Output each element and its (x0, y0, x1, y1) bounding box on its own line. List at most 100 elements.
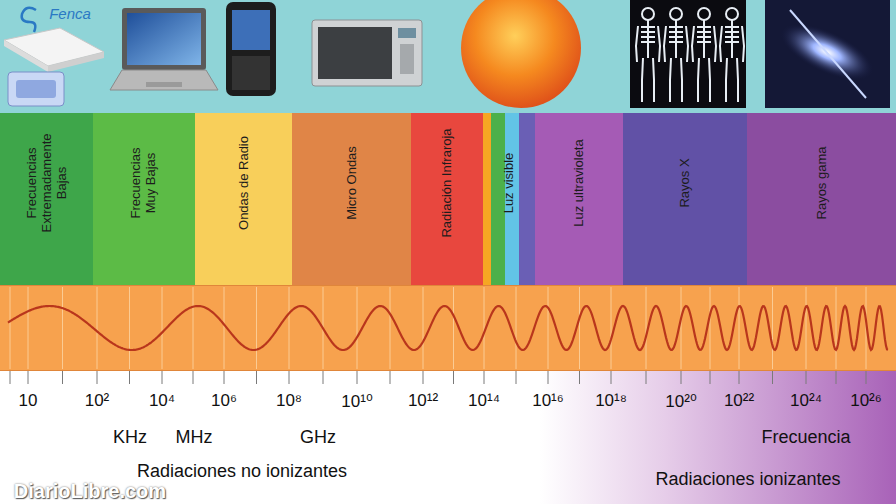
tick-mark (681, 371, 682, 384)
arm (742, 26, 744, 62)
rib (725, 31, 739, 33)
ionizing-region (540, 371, 896, 504)
xray-panel (630, 0, 746, 108)
band-label: Frecuencias Extremadamente Bajas (24, 134, 69, 233)
wave-strip (0, 285, 896, 371)
device-box (8, 72, 64, 106)
grid-line (193, 287, 194, 369)
tick-mark (710, 371, 711, 384)
spine (703, 20, 705, 58)
mattress-side (4, 40, 48, 72)
leg (681, 58, 682, 102)
arm (714, 26, 716, 62)
laptop-lid (122, 8, 206, 70)
rib (641, 41, 655, 43)
grid-line (611, 287, 612, 369)
logo-swoosh (22, 8, 36, 32)
galaxy-panel (765, 0, 890, 108)
microwave-icon (312, 20, 422, 86)
rib (669, 36, 683, 38)
strip-border (0, 370, 896, 371)
grid-line (423, 287, 424, 369)
rib (697, 26, 711, 28)
tick-label: 10²⁶ (850, 391, 882, 411)
tick-mark (646, 371, 647, 384)
tick-mark (806, 371, 807, 384)
leg (737, 58, 738, 102)
spectrum-band: Luz ultravioleta (535, 113, 623, 285)
tick-mark (390, 371, 391, 384)
grid-line (162, 287, 163, 369)
tick-label: 10²² (724, 391, 754, 411)
tick-mark (453, 371, 454, 384)
rib (669, 31, 683, 33)
tick-mark (62, 371, 63, 384)
spine (731, 20, 733, 58)
grid-line (10, 287, 11, 369)
rib (669, 26, 683, 28)
rib (725, 36, 739, 38)
skeleton-figures (636, 8, 744, 102)
spine (675, 20, 677, 58)
spectrum-band: Frecuencias Muy Bajas (93, 113, 195, 285)
leg (642, 58, 643, 102)
rib (641, 31, 655, 33)
tick-label: 10¹⁸ (595, 391, 627, 411)
tick-mark (224, 371, 225, 384)
spectrum-band: Micro Ondas (292, 113, 411, 285)
grid-line (484, 287, 485, 369)
microwave-display (398, 28, 416, 38)
band-label: Rayos X (678, 158, 693, 207)
spectrum-band: Luz visible (483, 113, 535, 285)
tick-mark (579, 371, 580, 384)
tick-label: 10¹⁴ (468, 391, 500, 411)
phone-screen (232, 10, 270, 50)
tick-mark (772, 371, 773, 384)
microwave-body (312, 20, 422, 86)
tick-label: 10¹⁶ (532, 391, 564, 411)
skull (670, 8, 682, 20)
grid-line (579, 287, 580, 369)
tick-label: 10²⁴ (790, 391, 822, 411)
tick-label: 10 (19, 391, 38, 411)
grid-line (646, 287, 647, 369)
rib (697, 41, 711, 43)
grid-line (681, 287, 682, 369)
logo-text: Fenca (49, 5, 91, 22)
arm (658, 26, 660, 62)
band-label: Luz visible (502, 153, 517, 214)
wave-line (8, 306, 888, 350)
leg (726, 58, 727, 102)
skull (642, 8, 654, 20)
band-label: Luz ultravioleta (572, 139, 587, 226)
microwave-buttons (400, 44, 414, 74)
phone-icon (226, 2, 276, 96)
band-label: Radiación Infraroja (440, 128, 455, 237)
tick-mark (739, 371, 740, 384)
mattress-side (48, 52, 104, 72)
spectrum-band: Rayos gama (747, 113, 896, 285)
tick-mark (548, 371, 549, 384)
band-label: Micro Ondas (344, 146, 359, 220)
axis-label: Frecuencia (761, 427, 850, 448)
tick-mark (10, 371, 11, 384)
axis-ticks (10, 371, 866, 384)
rib (669, 41, 683, 43)
leg (653, 58, 654, 102)
microwave-window (318, 27, 392, 79)
tick-mark (516, 371, 517, 384)
band-label: Rayos gama (814, 147, 829, 220)
arm (692, 26, 694, 62)
arm (664, 26, 666, 62)
spectrum-band: Rayos X (623, 113, 747, 285)
grid-line (224, 287, 225, 369)
grid-line (516, 287, 517, 369)
tick-label: 10¹⁰ (341, 391, 372, 412)
rib (697, 36, 711, 38)
device-panel (16, 80, 56, 98)
rib (641, 36, 655, 38)
tick-label: 10⁴ (149, 391, 175, 411)
tick-mark (256, 371, 257, 384)
arm (686, 26, 688, 62)
